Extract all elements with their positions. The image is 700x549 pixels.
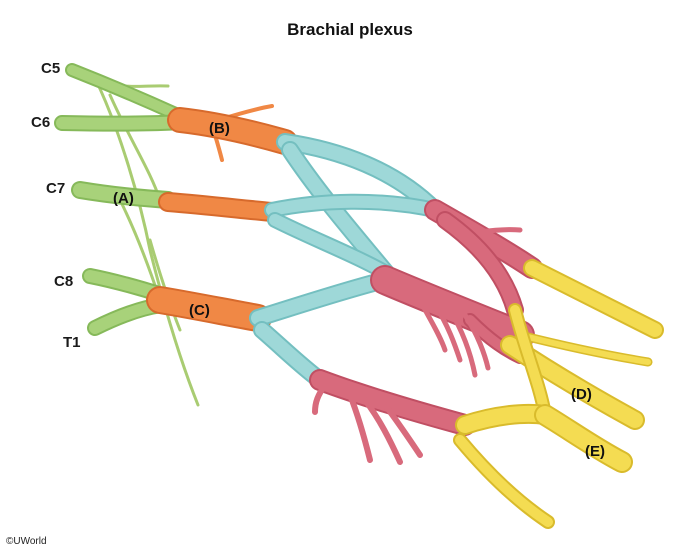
root-label-c6: C6 (31, 114, 50, 131)
root-label-t1: T1 (63, 334, 81, 351)
root-label-c5: C5 (41, 60, 60, 77)
marker-d: (D) (571, 386, 592, 403)
copyright-notice: ©UWorld (6, 536, 47, 547)
root-label-c8: C8 (54, 273, 73, 290)
root-label-c7: C7 (46, 180, 65, 197)
terminal-branches (453, 259, 664, 529)
marker-a: (A) (113, 190, 134, 207)
marker-b: (B) (209, 120, 230, 137)
divisions (249, 133, 444, 389)
marker-c: (C) (189, 302, 210, 319)
diagram-title: Brachial plexus (287, 20, 413, 39)
marker-e: (E) (585, 443, 605, 460)
cords (309, 199, 543, 465)
trunks (146, 104, 298, 332)
